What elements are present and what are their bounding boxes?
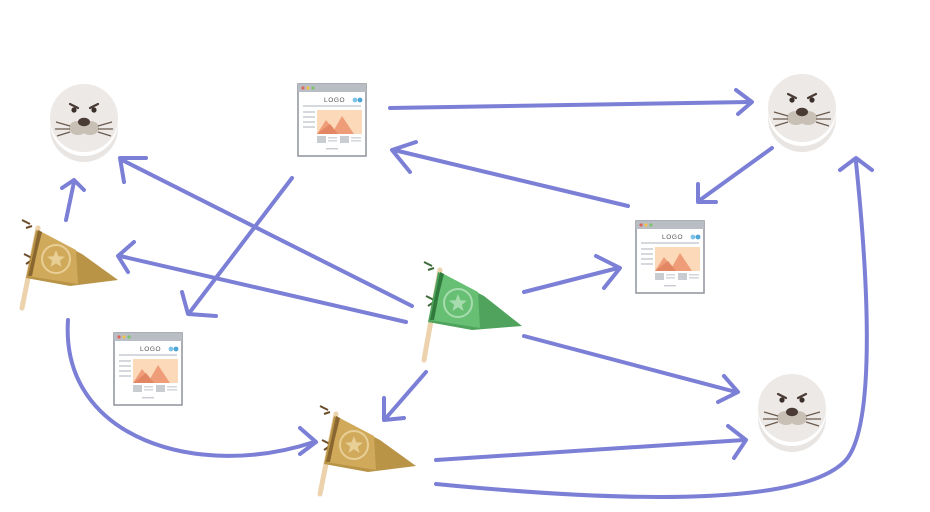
edges-layer (60, 88, 874, 500)
edge-flag-green-to-flag-gold-1 (116, 240, 408, 324)
seal-node-2 (766, 72, 838, 154)
edge-flag-green-to-seal-1 (118, 156, 414, 308)
webpage-node-2: LOGO (635, 220, 705, 294)
seal-icon (756, 372, 828, 454)
seal-node-3 (756, 372, 828, 454)
edge-webpage-1-to-webpage-3 (180, 176, 294, 318)
webpage-logo-text: LOGO (324, 97, 345, 104)
edge-webpage-2-to-webpage-1 (390, 140, 630, 208)
webpage-icon (113, 332, 183, 406)
webpage-logo-text: LOGO (140, 346, 161, 353)
edge-flag-green-to-seal-3 (522, 334, 740, 404)
edge-flag-gold-1-to-seal-1 (60, 178, 86, 222)
flag-green-node (424, 262, 522, 360)
webpage-node-1: LOGO (297, 83, 367, 157)
green-pennant-icon (424, 262, 522, 360)
edge-flag-gold-2-to-seal-2 (434, 156, 874, 500)
seal-icon (766, 72, 838, 154)
edge-seal-2-to-webpage-2 (696, 146, 774, 204)
flag-gold-node-1 (22, 220, 118, 308)
seal-icon (48, 82, 120, 164)
gold-pennant-icon (22, 220, 118, 308)
webpage-logo-text: LOGO (662, 234, 683, 241)
webpage-icon (635, 220, 705, 294)
edge-flag-gold-2-to-seal-3 (434, 424, 748, 462)
edge-webpage-1-to-seal-2 (388, 88, 754, 116)
seal-node-1 (48, 82, 120, 164)
edge-flag-gold-1-to-flag-gold-2 (65, 318, 318, 458)
webpage-icon (297, 83, 367, 157)
edge-flag-green-to-flag-gold-2 (382, 370, 428, 422)
edge-flag-green-to-webpage-2 (522, 254, 622, 294)
webpage-node-3: LOGO (113, 332, 183, 406)
